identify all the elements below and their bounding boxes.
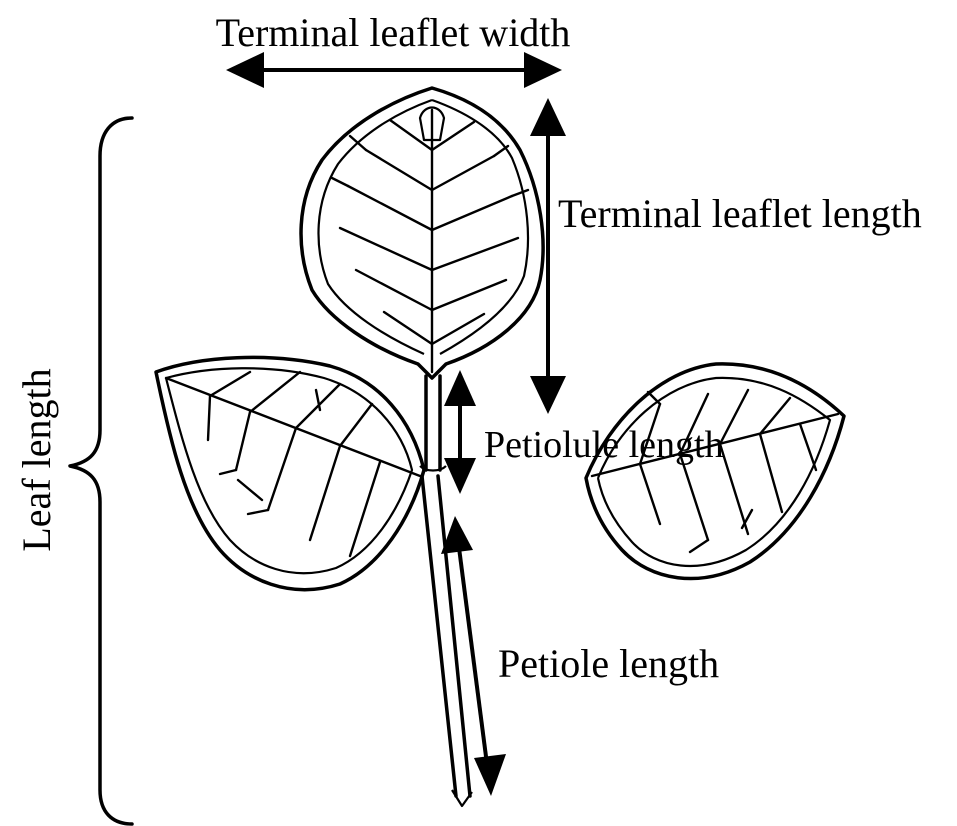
label-leaf-length: Leaf length xyxy=(14,368,59,551)
terminal-leaflet-width-arrow xyxy=(226,52,562,88)
petiolule-length-arrow xyxy=(444,370,476,494)
leaf-length-brace xyxy=(70,118,132,824)
label-petiole-length: Petiole length xyxy=(498,641,719,686)
left-leaflet xyxy=(156,357,424,589)
label-terminal-leaflet-width: Terminal leaflet width xyxy=(216,10,571,55)
right-leaflet xyxy=(586,364,844,579)
terminal-leaflet-length-arrow xyxy=(530,98,566,414)
label-terminal-leaflet-length: Terminal leaflet length xyxy=(558,191,922,236)
label-petiolule-length: Petiolule length xyxy=(484,424,724,466)
terminal-leaflet xyxy=(301,88,543,378)
